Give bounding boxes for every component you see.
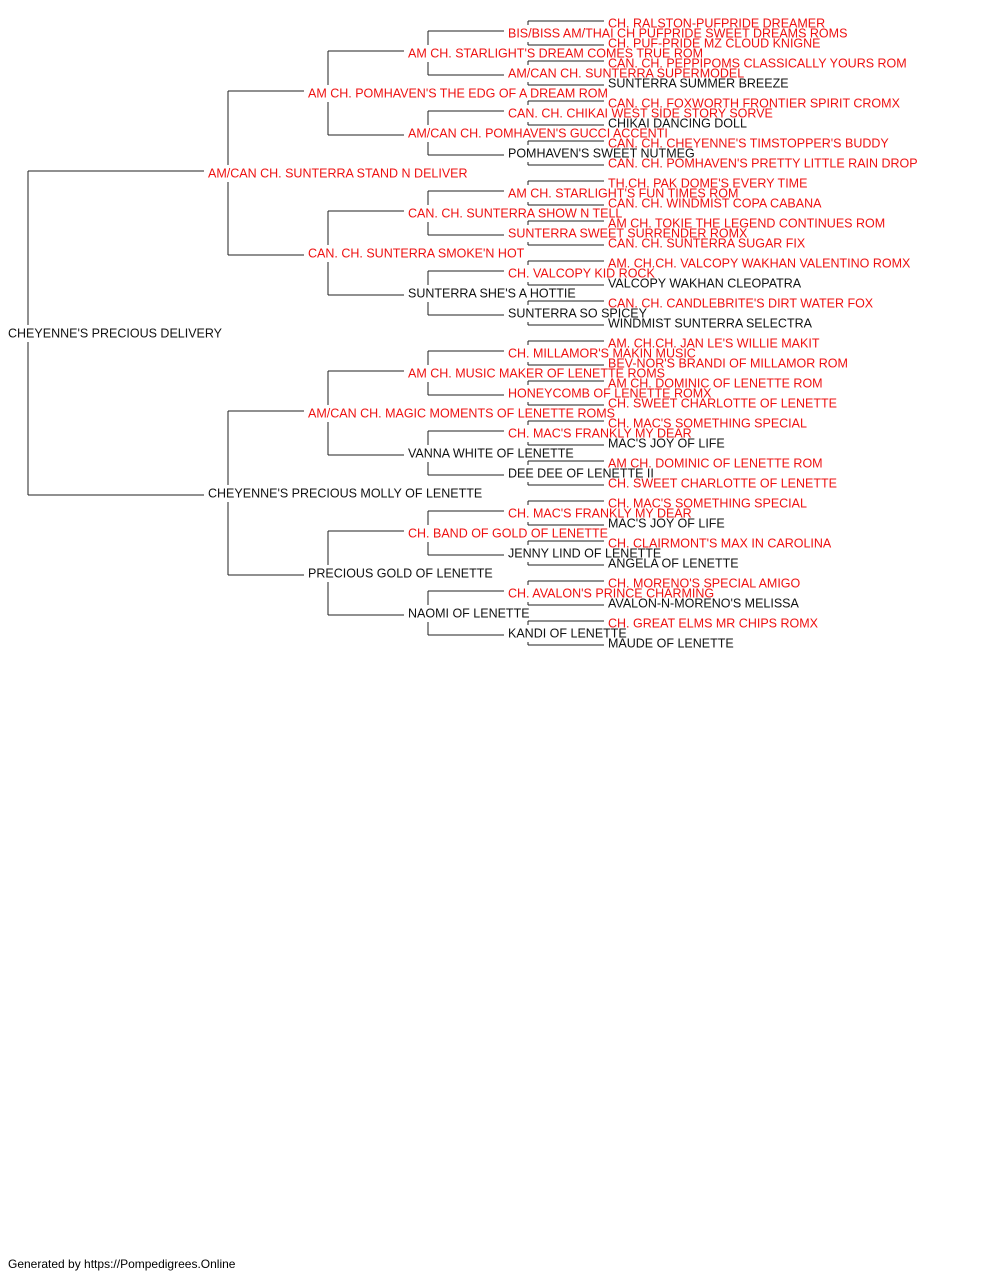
ancestor-name-gen5: CAN. CH. PEPPIPOMS CLASSICALLY YOURS ROM bbox=[608, 57, 907, 71]
ancestor-name-gen3: AM/CAN CH. POMHAVEN'S GUCCI ACCENTI bbox=[408, 127, 668, 141]
ancestor-name-gen5: CH. PUF-PRIDE MZ CLOUD KNIGNE bbox=[608, 37, 821, 51]
ancestor-name-gen5: AM. CH.CH. JAN LE'S WILLIE MAKIT bbox=[608, 337, 820, 351]
ancestor-name-gen3: CAN. CH. SUNTERRA SHOW N TELL bbox=[408, 207, 622, 221]
ancestor-name-gen4: CH. MAC'S FRANKLY MY DEAR bbox=[508, 507, 692, 521]
ancestor-name-gen5: WINDMIST SUNTERRA SELECTRA bbox=[608, 317, 813, 331]
ancestor-name-gen4: CH. AVALON'S PRINCE CHARMING bbox=[508, 587, 714, 601]
ancestor-name-gen4: CH. MILLAMOR'S MAKIN MUSIC bbox=[508, 347, 696, 361]
ancestor-name-gen1: CHEYENNE'S PRECIOUS MOLLY OF LENETTE bbox=[208, 487, 482, 501]
ancestor-name-gen5: CH. MAC'S SOMETHING SPECIAL bbox=[608, 417, 807, 431]
ancestor-name-gen4: CH. VALCOPY KID ROCK bbox=[508, 267, 655, 281]
ancestor-name-gen5: CAN. CH. WINDMIST COPA CABANA bbox=[608, 197, 822, 211]
ancestor-name-gen5: AM CH. DOMINIC OF LENETTE ROM bbox=[608, 457, 823, 471]
ancestor-name-gen5: CAN. CH. POMHAVEN'S PRETTY LITTLE RAIN D… bbox=[608, 157, 918, 171]
subject-dog-name: CHEYENNE'S PRECIOUS DELIVERY bbox=[8, 327, 223, 341]
ancestor-name-gen1: AM/CAN CH. SUNTERRA STAND N DELIVER bbox=[208, 167, 468, 181]
ancestor-name-gen3: CH. BAND OF GOLD OF LENETTE bbox=[408, 527, 608, 541]
ancestor-name-gen5: MAC'S JOY OF LIFE bbox=[608, 437, 725, 451]
ancestor-name-gen5: AM CH. TOKIE THE LEGEND CONTINUES ROM bbox=[608, 217, 885, 231]
ancestor-name-gen3: AM CH. STARLIGHT'S DREAM COMES TRUE ROM bbox=[408, 47, 703, 61]
ancestor-name-gen5: AM CH. DOMINIC OF LENETTE ROM bbox=[608, 377, 823, 391]
ancestor-name-gen2: PRECIOUS GOLD OF LENETTE bbox=[308, 567, 493, 581]
ancestor-name-gen5: VALCOPY WAKHAN CLEOPATRA bbox=[608, 277, 802, 291]
ancestor-name-gen5: CAN. CH. CHEYENNE'S TIMSTOPPER'S BUDDY bbox=[608, 137, 889, 151]
ancestor-name-gen2: AM CH. POMHAVEN'S THE EDG OF A DREAM ROM bbox=[308, 87, 608, 101]
ancestor-name-gen4: BIS/BISS AM/THAI CH PUFPRIDE SWEET DREAM… bbox=[508, 27, 847, 41]
ancestor-name-gen4: JENNY LIND OF LENETTE bbox=[508, 547, 661, 561]
ancestor-name-gen5: MAC'S JOY OF LIFE bbox=[608, 517, 725, 531]
ancestor-name-gen4: AM/CAN CH. SUNTERRA SUPERMODEL bbox=[508, 67, 744, 81]
ancestor-name-gen5: CH. MORENO'S SPECIAL AMIGO bbox=[608, 577, 801, 591]
ancestor-name-gen5: TH.CH. PAK DOME'S EVERY TIME bbox=[608, 177, 807, 191]
ancestor-name-gen5: AM. CH.CH. VALCOPY WAKHAN VALENTINO ROMX bbox=[608, 257, 911, 271]
ancestor-name-gen4: CAN. CH. CHIKAI WEST SIDE STORY SORVE bbox=[508, 107, 773, 121]
ancestor-name-gen5: AVALON-N-MORENO'S MELISSA bbox=[608, 597, 800, 611]
ancestor-name-gen5: CH. RALSTON-PUFPRIDE DREAMER bbox=[608, 17, 825, 31]
generated-by-footer: Generated by https://Pompedigrees.Online bbox=[8, 1257, 236, 1271]
ancestor-name-gen5: MAUDE OF LENETTE bbox=[608, 637, 734, 651]
ancestor-name-gen5: CH. SWEET CHARLOTTE OF LENETTE bbox=[608, 397, 837, 411]
ancestor-name-gen3: VANNA WHITE OF LENETTE bbox=[408, 447, 574, 461]
ancestor-name-gen5: SUNTERRA SUMMER BREEZE bbox=[608, 77, 789, 91]
ancestor-name-gen4: HONEYCOMB OF LENETTE ROMX bbox=[508, 387, 712, 401]
ancestor-name-gen5: CHIKAI DANCING DOLL bbox=[608, 117, 747, 131]
ancestor-name-gen5: CAN. CH. FOXWORTH FRONTIER SPIRIT CROMX bbox=[608, 97, 901, 111]
ancestor-name-gen2: AM/CAN CH. MAGIC MOMENTS OF LENETTE ROMS bbox=[308, 407, 615, 421]
ancestor-name-gen3: AM CH. MUSIC MAKER OF LENETTE ROMS bbox=[408, 367, 665, 381]
ancestor-name-gen5: CH. GREAT ELMS MR CHIPS ROMX bbox=[608, 617, 819, 631]
ancestor-name-gen4: SUNTERRA SWEET SURRENDER ROMX bbox=[508, 227, 748, 241]
ancestor-name-gen5: ANGELA OF LENETTE bbox=[608, 557, 739, 571]
ancestor-name-gen4: CH. MAC'S FRANKLY MY DEAR bbox=[508, 427, 692, 441]
ancestor-name-gen4: AM CH. STARLIGHT'S FUN TIMES ROM bbox=[508, 187, 738, 201]
ancestor-name-gen5: CH. CLAIRMONT'S MAX IN CAROLINA bbox=[608, 537, 832, 551]
ancestor-name-gen5: CH. SWEET CHARLOTTE OF LENETTE bbox=[608, 477, 837, 491]
ancestor-name-gen5: CH. MAC'S SOMETHING SPECIAL bbox=[608, 497, 807, 511]
ancestor-name-gen3: SUNTERRA SHE'S A HOTTIE bbox=[408, 287, 576, 301]
ancestor-name-gen4: SUNTERRA SO SPICEY bbox=[508, 307, 648, 321]
ancestor-name-gen3: NAOMI OF LENETTE bbox=[408, 607, 530, 621]
ancestor-name-gen5: CAN. CH. SUNTERRA SUGAR FIX bbox=[608, 237, 806, 251]
ancestor-name-gen2: CAN. CH. SUNTERRA SMOKE'N HOT bbox=[308, 247, 525, 261]
ancestor-name-gen5: BEV-NOR'S BRANDI OF MILLAMOR ROM bbox=[608, 357, 848, 371]
ancestor-name-gen5: CAN. CH. CANDLEBRITE'S DIRT WATER FOX bbox=[608, 297, 874, 311]
ancestor-name-gen4: KANDI OF LENETTE bbox=[508, 627, 627, 641]
ancestor-name-gen4: POMHAVEN'S SWEET NUTMEG bbox=[508, 147, 695, 161]
ancestor-name-gen4: DEE DEE OF LENETTE II bbox=[508, 467, 654, 481]
